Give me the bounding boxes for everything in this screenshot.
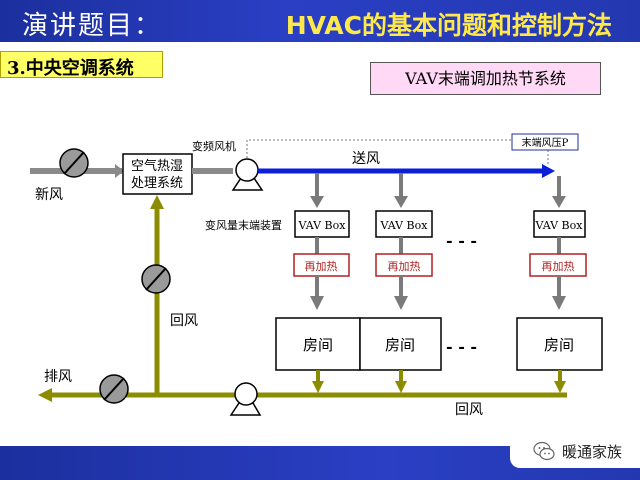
reheat-coil-1	[293, 253, 350, 277]
supply-fan-icon	[231, 158, 264, 191]
diagram-title-box: VAV末端调加热节系统	[370, 62, 601, 95]
fresh-air-damper-icon	[59, 148, 89, 178]
vfd-fan-label: 变频风机	[192, 139, 236, 153]
header-title-label: 演讲题目：	[22, 11, 163, 41]
vav-box-3-label: VAV Box	[535, 219, 584, 232]
branch-2: VAV Box 再加热	[375, 173, 433, 310]
brand-name: 暖通家族	[561, 443, 622, 461]
exhaust-air-duct	[38, 388, 157, 402]
supply-air-duct	[258, 164, 555, 178]
room-3-label: 房间	[544, 336, 574, 354]
return-to-ahu-duct	[150, 195, 164, 395]
section-heading-box: 3.中央空调系统	[0, 51, 163, 79]
end-pressure-label: 末端风压P	[522, 136, 569, 149]
vav-ellipsis: - - -	[446, 231, 477, 250]
return-air-vertical-label: 回风	[170, 313, 198, 329]
room-return-arrows	[312, 370, 566, 393]
ahu-label-line1: 空气热湿	[131, 158, 183, 174]
pressure-feedback-line	[246, 139, 512, 158]
reheat-1-label: 再加热	[305, 260, 338, 273]
branch-1: VAV Box 再加热	[293, 173, 350, 310]
reheat-coil-2	[375, 253, 433, 277]
header-bar: 演讲题目： HVAC的基本问题和控制方法	[0, 0, 640, 42]
vav-box-1-label: VAV Box	[298, 219, 347, 232]
fresh-air-label: 新风	[35, 187, 63, 203]
reheat-2-label: 再加热	[388, 260, 421, 273]
supply-air-label: 送风	[352, 151, 380, 167]
section-heading: 3.中央空调系统	[7, 58, 134, 79]
return-fan-icon	[229, 382, 262, 416]
branch-3: VAV Box 再加热	[529, 176, 587, 310]
presentation-title: HVAC的基本问题和控制方法	[285, 11, 612, 40]
room-1-label: 房间	[303, 336, 333, 354]
footer-brand-area	[510, 434, 640, 468]
vav-box-1	[294, 210, 350, 238]
reheat-3-label: 再加热	[542, 260, 575, 273]
end-pressure-sensor-box	[511, 133, 579, 151]
vav-box-2	[375, 210, 433, 238]
room-ellipsis: - - -	[446, 337, 477, 356]
recirculation-damper-icon	[141, 264, 171, 294]
room-2-label: 房间	[385, 336, 415, 354]
exhaust-air-label: 排风	[44, 369, 72, 385]
exhaust-damper-icon	[99, 374, 129, 404]
wechat-logo-icon	[533, 441, 555, 461]
room-2	[359, 317, 442, 371]
vav-box-3	[533, 210, 586, 238]
ahu-label-line2: 处理系统	[131, 176, 183, 191]
return-air-bottom-label: 回风	[455, 402, 483, 418]
vav-box-2-label: VAV Box	[380, 219, 429, 232]
terminal-device-label: 变风量末端装置	[205, 218, 282, 232]
room-3	[516, 317, 603, 371]
